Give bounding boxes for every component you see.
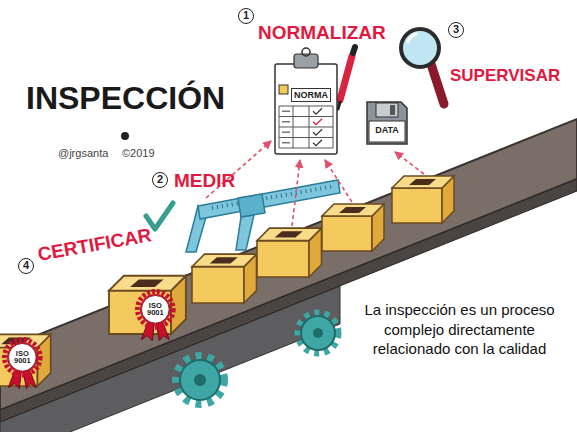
floppy-window [390, 105, 395, 115]
step-name: CERTIFICAR [36, 224, 153, 266]
step-name: NORMALIZAR [258, 22, 386, 44]
title-dot [121, 132, 129, 140]
seal-center [142, 296, 170, 324]
node-text: ISO 9001 [11, 350, 33, 365]
node-text: DATA [371, 125, 403, 135]
product-box [109, 276, 186, 334]
table-dash [282, 142, 290, 144]
data-floppy-shape [365, 100, 409, 146]
table-rule [333, 106, 334, 148]
floppy-shutter [376, 103, 398, 117]
caliper-jaw [236, 215, 254, 250]
step-number: 2 [152, 172, 168, 188]
gear-hub [313, 328, 323, 338]
table-dash [282, 111, 290, 113]
product-box [257, 228, 321, 277]
caption-note: La inspección es un proceso complejo dir… [352, 300, 567, 359]
pen [340, 56, 352, 100]
table-mark [313, 108, 322, 114]
table-rule [279, 148, 333, 149]
floppy-label [369, 121, 405, 142]
check-mark [146, 203, 173, 229]
node-text: ISO 9001 [144, 302, 166, 317]
product-box [392, 176, 454, 223]
step-name: MEDIR [174, 170, 235, 192]
table-rule [293, 106, 294, 148]
gear-hub [194, 374, 206, 386]
gear [301, 316, 335, 350]
table-rule [279, 116, 333, 117]
seal-ring [7, 342, 38, 373]
conveyor-belt [0, 119, 577, 410]
color-square [279, 85, 288, 94]
lens-highlight [408, 34, 416, 42]
clipboard-paper [275, 64, 337, 154]
gear-teeth [298, 313, 338, 353]
product-box [192, 254, 256, 303]
table-rule [279, 106, 280, 148]
magnifier-handle [431, 64, 444, 104]
table-mark [313, 140, 322, 146]
table-mark [313, 119, 322, 125]
seal-ring [140, 294, 171, 325]
seal-rosette [138, 292, 174, 328]
iso-seal: ISO 9001 [3, 338, 42, 377]
table-dash [282, 121, 290, 123]
clipboard-ring [302, 48, 310, 56]
dashed-arrow [325, 160, 352, 202]
table-rule [279, 127, 333, 128]
seal-rosette [5, 340, 41, 376]
data-floppy: DATA [365, 100, 409, 146]
table-rule [309, 106, 310, 148]
author-handle: @jrgsanta [58, 147, 108, 159]
seal-center [8, 344, 36, 372]
table-rule [279, 137, 333, 138]
title-heading: INSPECCIÓN [26, 80, 225, 117]
step-number: 3 [448, 22, 464, 38]
gear [180, 360, 220, 400]
magnifier-lens [401, 29, 439, 67]
product-box [322, 204, 384, 251]
step-number: 4 [18, 258, 34, 274]
copyright-year: ©2019 [122, 147, 155, 159]
table-rule [279, 106, 333, 107]
node-text: NORMA [291, 88, 331, 102]
pen-tip [338, 102, 340, 109]
step-number: 1 [238, 8, 254, 24]
caliper-slider [238, 194, 265, 217]
table-dash [282, 132, 290, 134]
table-mark [313, 129, 322, 135]
dashed-arrow [395, 152, 424, 174]
floppy-body [367, 102, 407, 144]
pen-cap [353, 47, 355, 53]
gear-teeth [176, 356, 224, 404]
norma-clipboard: NORMA [275, 64, 337, 154]
step-name: SUPERVISAR [450, 66, 560, 86]
norma-clipboard-shape [275, 64, 337, 154]
dashed-arrow [292, 160, 300, 226]
belt-side [0, 179, 577, 422]
iso-seal: ISO 9001 [136, 290, 175, 329]
